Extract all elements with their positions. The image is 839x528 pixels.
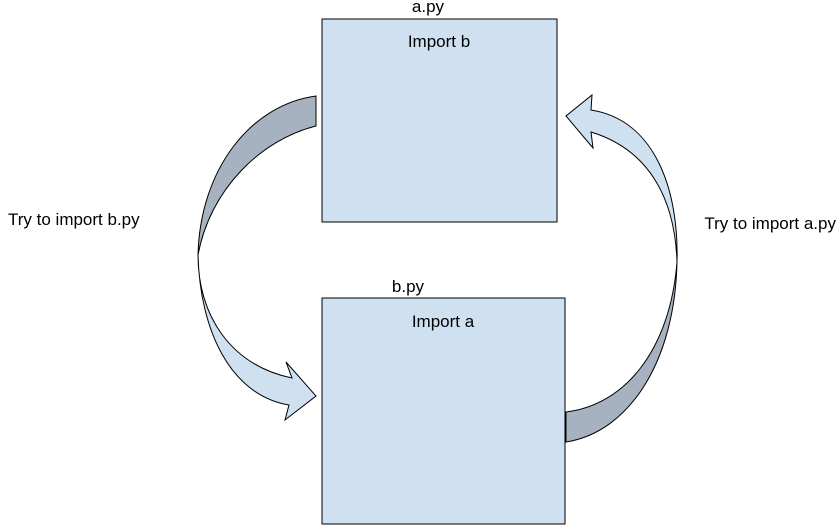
module-a: a.py Import b: [321, 0, 558, 223]
arrow-a-to-b-label: Try to import b.py: [8, 210, 140, 229]
module-a-body-text: Import b: [408, 32, 470, 51]
module-a-file-label: a.py: [412, 0, 445, 16]
arrow-a-to-b: [197, 95, 317, 422]
module-b-file-label: b.py: [392, 277, 425, 296]
arrow-a-to-b-back-face: [197, 95, 317, 256]
arrow-b-to-a-label: Try to import a.py: [704, 214, 836, 233]
arrow-a-to-b-front-face: [197, 254, 317, 422]
module-a-box: [321, 18, 558, 223]
arrow-b-to-a: [565, 93, 678, 443]
module-b-body-text: Import a: [412, 312, 475, 331]
module-b-box: [321, 297, 566, 525]
arrow-b-to-a-front-face: [565, 93, 678, 263]
arrow-b-to-a-back-face: [565, 261, 678, 443]
module-b: b.py Import a: [321, 277, 566, 525]
